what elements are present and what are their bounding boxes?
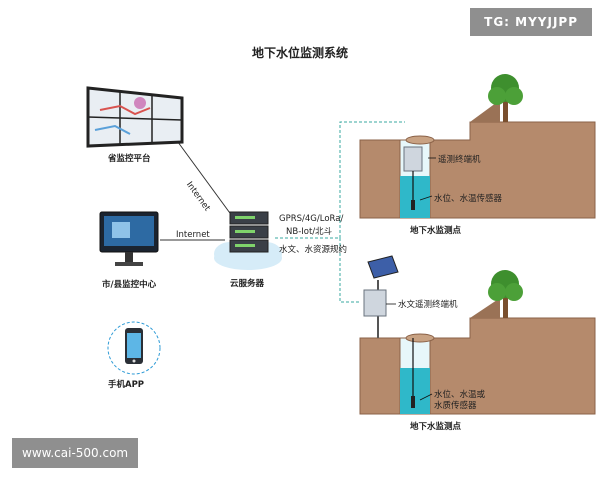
label-province: 省监控平台	[108, 154, 151, 164]
cloud-server-icon	[214, 211, 282, 270]
tree-icon-2	[488, 270, 523, 318]
watermark-tg: TG: MYYJJPP	[470, 8, 592, 36]
label-terminal2: 水文遥测终端机	[398, 300, 458, 310]
diagram-title: 地下水位监测系统	[251, 46, 348, 60]
label-city: 市/县监控中心	[102, 280, 157, 290]
solar-panel-icon	[363, 255, 399, 338]
dashed-link-site1	[275, 121, 405, 239]
watermark-url: www.cai-500.com	[12, 438, 139, 468]
label-cloud: 云服务器	[230, 279, 265, 289]
label-terminal1: 遥测终端机	[438, 155, 481, 165]
tree-icon	[488, 74, 523, 122]
label-site2: 地下水监测点	[410, 422, 462, 432]
label-app: 手机APP	[108, 380, 145, 390]
label-protocol-1: GPRS/4G/LoRa/	[279, 214, 344, 224]
label-sensor2-2: 水质传感器	[434, 401, 477, 411]
label-internet-left: Internet	[176, 230, 210, 240]
video-wall-monitor	[86, 86, 184, 148]
connection-lines	[160, 121, 405, 303]
label-site1: 地下水监测点	[410, 226, 462, 236]
phone-icon	[107, 321, 161, 375]
label-protocol-3: 水文、水资源规约	[279, 245, 348, 255]
label-sensor2-1: 水位、水温或	[434, 390, 486, 400]
monitoring-site-2	[359, 298, 596, 415]
label-protocol-2: NB-Iot/北斗	[286, 227, 333, 237]
line-province-cloud	[174, 137, 236, 221]
dashed-link-site2	[339, 238, 360, 303]
label-sensor1: 水位、水温传感器	[434, 194, 503, 204]
monitoring-site-1	[359, 100, 596, 219]
desktop-monitor	[99, 211, 159, 266]
